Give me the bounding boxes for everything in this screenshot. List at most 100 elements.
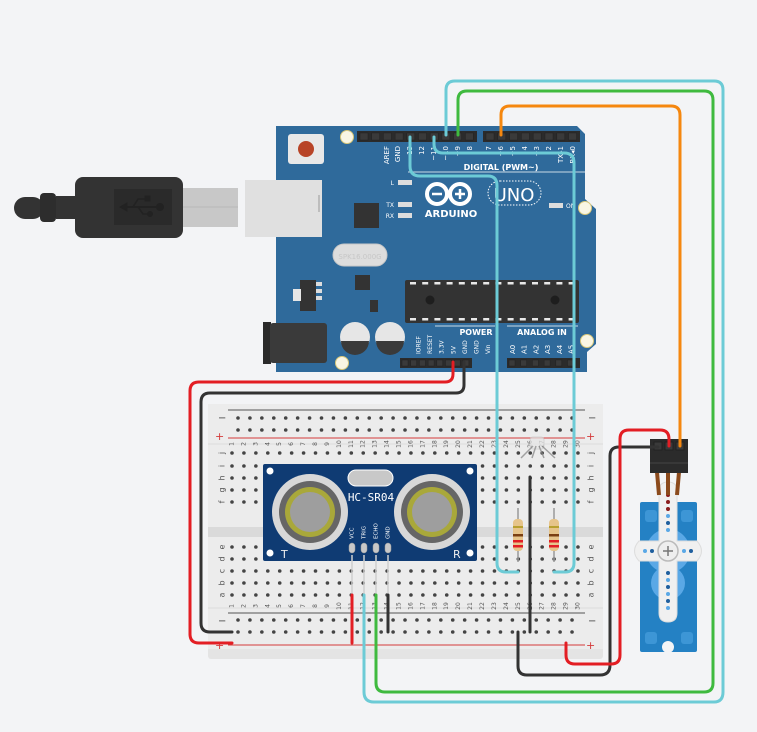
power-socket[interactable] (445, 359, 452, 367)
breadboard-hole[interactable] (480, 488, 485, 492)
breadboard-hole[interactable] (564, 464, 568, 468)
breadboard-hole[interactable] (504, 488, 509, 492)
rail-hole[interactable] (450, 428, 455, 432)
breadboard-hole[interactable] (552, 451, 556, 455)
breadboard-hole[interactable] (552, 593, 556, 597)
breadboard-hole[interactable] (265, 593, 270, 597)
rail-hole[interactable] (379, 428, 383, 432)
breadboard-hole[interactable] (516, 500, 521, 504)
rail-hole[interactable] (355, 416, 360, 420)
breadboard-hole[interactable] (325, 569, 330, 573)
rail-hole[interactable] (427, 428, 431, 432)
breadboard-hole[interactable] (576, 451, 580, 455)
rail-hole[interactable] (248, 618, 252, 622)
breadboard-hole[interactable] (468, 569, 473, 573)
breadboard-hole[interactable] (516, 581, 521, 585)
power-socket[interactable] (436, 359, 444, 367)
breadboard-hole[interactable] (576, 569, 580, 573)
breadboard-hole[interactable] (254, 476, 258, 480)
rail-hole[interactable] (546, 630, 550, 634)
rail-hole[interactable] (343, 618, 348, 622)
breadboard-hole[interactable] (254, 451, 258, 455)
rail-hole[interactable] (260, 630, 264, 634)
rail-hole[interactable] (319, 630, 324, 634)
rail-hole[interactable] (486, 428, 491, 432)
breadboard-hole[interactable] (277, 569, 282, 573)
rail-hole[interactable] (450, 630, 455, 634)
breadboard-hole[interactable] (540, 593, 544, 597)
breadboard-hole[interactable] (504, 476, 509, 480)
breadboard-hole[interactable] (492, 500, 497, 504)
rail-hole[interactable] (462, 618, 467, 622)
rail-hole[interactable] (248, 428, 252, 432)
rail-hole[interactable] (307, 618, 312, 622)
rail-hole[interactable] (534, 428, 539, 432)
breadboard-hole[interactable] (325, 593, 330, 597)
breadboard-hole[interactable] (242, 557, 246, 561)
breadboard-hole[interactable] (325, 451, 330, 455)
rail-hole[interactable] (295, 416, 300, 420)
breadboard-hole[interactable] (254, 593, 258, 597)
rail-hole[interactable] (379, 416, 383, 420)
rail-hole[interactable] (331, 618, 336, 622)
rail-hole[interactable] (391, 428, 395, 432)
rail-hole[interactable] (534, 618, 539, 622)
rail-hole[interactable] (558, 428, 562, 432)
breadboard-hole[interactable] (564, 500, 568, 504)
wire-red-servo-power[interactable] (564, 428, 671, 666)
rail-hole[interactable] (271, 416, 276, 420)
breadboard-hole[interactable] (564, 451, 568, 455)
breadboard-hole[interactable] (242, 451, 246, 455)
resistor-1[interactable] (513, 508, 523, 562)
breadboard-hole[interactable] (337, 581, 342, 585)
wire-black-gnd[interactable] (199, 360, 466, 634)
rgb-led[interactable] (520, 436, 556, 459)
breadboard-hole[interactable] (504, 451, 509, 455)
rail-hole[interactable] (295, 618, 300, 622)
breadboard-hole[interactable] (242, 545, 246, 549)
rail-hole[interactable] (510, 630, 515, 634)
breadboard-hole[interactable] (456, 593, 461, 597)
breadboard-hole[interactable] (230, 476, 234, 480)
rail-hole[interactable] (558, 630, 562, 634)
breadboard-hole[interactable] (325, 581, 330, 585)
breadboard-hole[interactable] (564, 476, 568, 480)
breadboard-hole[interactable] (265, 569, 270, 573)
breadboard-hole[interactable] (564, 545, 568, 549)
breadboard-hole[interactable] (421, 569, 425, 573)
rail-hole[interactable] (450, 416, 455, 420)
breadboard-hole[interactable] (444, 593, 449, 597)
breadboard-hole[interactable] (373, 451, 377, 455)
rail-hole[interactable] (546, 428, 550, 432)
breadboard-hole[interactable] (433, 593, 437, 597)
breadboard-hole[interactable] (254, 557, 258, 561)
breadboard-hole[interactable] (337, 451, 342, 455)
rail-hole[interactable] (462, 416, 467, 420)
power-socket[interactable] (427, 359, 435, 367)
rail-hole[interactable] (462, 630, 467, 634)
breadboard-hole[interactable] (516, 593, 521, 597)
breadboard-hole[interactable] (564, 593, 568, 597)
breadboard-hole[interactable] (230, 488, 234, 492)
wire-orange-servo-signal[interactable] (499, 104, 682, 448)
rail-hole[interactable] (450, 618, 455, 622)
rail-hole[interactable] (510, 416, 515, 420)
breadboard-hole[interactable] (337, 593, 342, 597)
rail-hole[interactable] (462, 428, 467, 432)
rail-hole[interactable] (439, 618, 443, 622)
power-socket[interactable] (401, 359, 409, 367)
rail-hole[interactable] (474, 416, 479, 420)
breadboard-hole[interactable] (540, 464, 544, 468)
digital-socket[interactable] (568, 132, 577, 141)
breadboard-hole[interactable] (397, 581, 401, 585)
breadboard-hole[interactable] (492, 464, 497, 468)
rail-hole[interactable] (295, 630, 300, 634)
breadboard-hole[interactable] (421, 581, 425, 585)
breadboard-hole[interactable] (504, 557, 509, 561)
rail-hole[interactable] (331, 630, 336, 634)
rail-hole[interactable] (343, 416, 348, 420)
breadboard-hole[interactable] (242, 500, 246, 504)
rail-hole[interactable] (307, 630, 312, 634)
breadboard-hole[interactable] (409, 569, 413, 573)
rail-hole[interactable] (343, 630, 348, 634)
